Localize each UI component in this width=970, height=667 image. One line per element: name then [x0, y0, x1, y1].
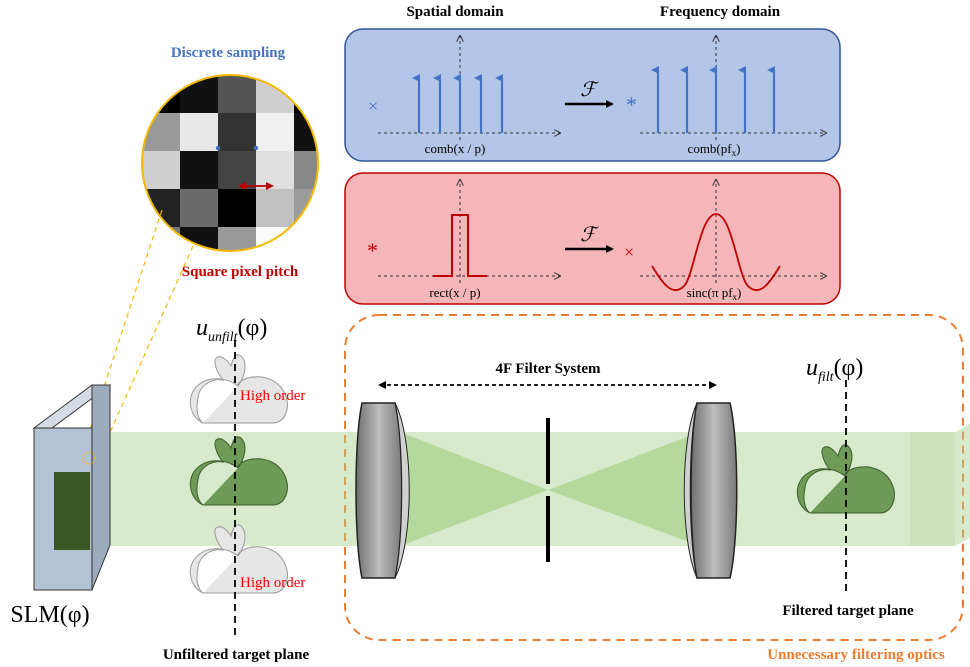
pixel-tile: [142, 265, 180, 303]
pixel-tile: [332, 303, 370, 341]
rect-function: [433, 214, 487, 277]
red-right-operator: ×: [624, 242, 634, 262]
pixel-tile: [294, 265, 332, 303]
pixel-tile: [142, 151, 180, 189]
pixel-grid-magnifier: [141, 74, 370, 341]
blue-fourier-symbol: ℱ: [580, 79, 599, 101]
slm: [32, 384, 112, 591]
4f-filter-system-label: 4F Filter System: [496, 361, 601, 377]
red-left-label: rect(x / p): [429, 285, 480, 300]
zoom-line: [99, 245, 194, 456]
red-fourier-symbol: ℱ: [580, 224, 599, 246]
red-right-label: sinc(π pfx): [687, 285, 742, 302]
beam: [95, 424, 970, 546]
u-unfilt-label: uunfilt(φ): [196, 315, 267, 345]
pixel-tile: [218, 227, 256, 251]
high-order-label-top: High order: [240, 388, 305, 404]
bunny-high-order-top: [189, 354, 288, 424]
bunny-high-order-bottom: [189, 524, 288, 594]
high-order-label-bottom: High order: [240, 575, 305, 591]
slm-zoom-marker: [82, 451, 96, 465]
filtered-plane-label: Filtered target plane: [782, 603, 914, 619]
blue-freq-spikes: [651, 66, 776, 133]
pixel-tile: [218, 113, 256, 151]
blue-left-operator: ×: [368, 96, 378, 116]
u-filt-label: ufilt(φ): [806, 355, 863, 385]
lens-left: [355, 402, 410, 579]
red-left-operator: *: [367, 238, 378, 263]
pixel-tile: [218, 151, 256, 189]
unnecessary-optics-box: [344, 314, 964, 641]
pixel-tile: [256, 113, 294, 151]
pixel-tile: [218, 189, 256, 227]
pixel-tile: [294, 303, 332, 341]
square-pixel-pitch-caption: Square pixel pitch: [182, 264, 299, 280]
pixel-tile: [256, 151, 294, 189]
blue-left-label: comb(x / p): [425, 141, 486, 156]
frequency-domain-title: Frequency domain: [660, 4, 781, 20]
red-panel: * rect(x / p) ℱ × sinc(π pfx): [344, 172, 841, 305]
slm-label: SLM(φ): [10, 602, 89, 628]
spatial-domain-title: Spatial domain: [406, 4, 504, 20]
pixel-tile: [180, 151, 218, 189]
pixel-tile: [256, 189, 294, 227]
pixel-grid: [142, 75, 370, 341]
pixel-tile: [294, 75, 318, 113]
blue-panel: × comb(x / p) ℱ * comb(pfx): [344, 28, 841, 162]
pixel-tile: [142, 303, 180, 341]
blue-right-operator: *: [626, 92, 637, 117]
pixel-tile: [180, 189, 218, 227]
unnecessary-optics-label: Unnecessary filtering optics: [767, 647, 945, 663]
bunny-unfiltered-center: [189, 436, 288, 506]
pixel-tile: [294, 151, 318, 189]
blue-right-label: comb(pfx): [688, 141, 741, 158]
sample-point: [215, 145, 221, 151]
pixel-tile: [142, 227, 180, 251]
discrete-sampling-title: Discrete sampling: [171, 45, 286, 61]
sinc-function: [651, 213, 781, 292]
unfiltered-plane-label: Unfiltered target plane: [163, 647, 310, 663]
blue-comb-spikes: [412, 74, 504, 133]
pixel-tile: [218, 75, 256, 113]
pixel-tile: [180, 113, 218, 151]
sample-point: [253, 145, 259, 151]
pixel-tile: [294, 227, 318, 251]
lens-right: [683, 402, 738, 579]
